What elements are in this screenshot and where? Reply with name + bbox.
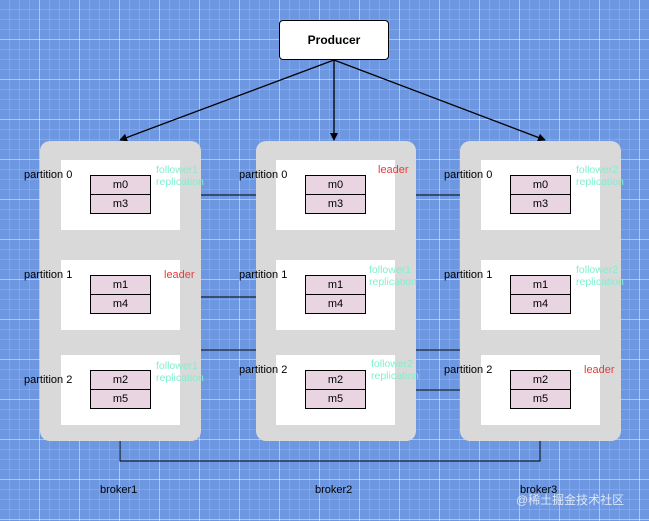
producer-box: Producer	[279, 20, 389, 60]
broker2-partition0-role: leader	[378, 164, 409, 176]
role-line: follower2	[576, 164, 619, 176]
broker2-partition1-message-m4: m4	[305, 294, 366, 314]
broker2-partition0-message-m3: m3	[305, 194, 366, 214]
broker3-partition2-role: leader	[584, 364, 615, 376]
role-line: follower1	[369, 264, 412, 276]
producer-to-broker3-arrow	[333, 59, 546, 142]
broker1-partition1-label: partition 1	[24, 269, 73, 281]
broker1-partition0-message-m3: m3	[90, 194, 151, 214]
broker1-label: broker1	[100, 484, 138, 496]
broker3-partition1-label: partition 1	[444, 269, 493, 281]
broker2-partition1-label: partition 1	[239, 269, 288, 281]
broker1-partition2-role: follower1 replication	[156, 360, 204, 384]
broker3-partition2-message-m2: m2	[510, 370, 571, 390]
broker2-partition1-message-m1: m1	[305, 275, 366, 295]
broker1-partition2-message-m2: m2	[90, 370, 151, 390]
broker3-partition0-role: follower2 replication	[576, 164, 624, 188]
broker1-partition0-label: partition 0	[24, 169, 73, 181]
broker1-partition0-role: follower1 replication	[156, 164, 204, 188]
broker2-partition2-message-m5: m5	[305, 389, 366, 409]
producer-label: Producer	[307, 33, 361, 47]
broker1-partition2-message-m5: m5	[90, 389, 151, 409]
broker3-label: broker3	[520, 484, 558, 496]
role-line: replication	[369, 276, 417, 288]
broker3-partition1-message-m1: m1	[510, 275, 571, 295]
broker3-partition0-message-m0: m0	[510, 175, 571, 195]
role-line: follower2	[576, 264, 619, 276]
broker1-partition1-role: leader	[164, 269, 195, 281]
broker3-partition0-message-m3: m3	[510, 194, 571, 214]
broker3-partition2-message-m5: m5	[510, 389, 571, 409]
broker3-partition1-message-m4: m4	[510, 294, 571, 314]
watermark-text: @稀土掘金技术社区	[516, 493, 625, 507]
broker1-partition1-message-m1: m1	[90, 275, 151, 295]
role-line: replication	[156, 176, 204, 188]
broker2-partition2-role: follower2 replication	[371, 358, 419, 382]
broker2-partition1-role: follower1 replication	[369, 264, 417, 288]
broker3-partition2-label: partition 2	[444, 364, 493, 376]
broker2-partition2-message-m2: m2	[305, 370, 366, 390]
broker2-label: broker2	[315, 484, 353, 496]
broker1-partition2-label: partition 2	[24, 374, 73, 386]
broker1-partition1-message-m4: m4	[90, 294, 151, 314]
role-line: replication	[576, 276, 624, 288]
role-line: replication	[371, 370, 419, 382]
broker3-partition1-role: follower2 replication	[576, 264, 624, 288]
role-line: follower2	[371, 358, 414, 370]
role-line: replication	[156, 372, 204, 384]
role-line: replication	[576, 176, 624, 188]
broker2-partition0-label: partition 0	[239, 169, 288, 181]
broker2-partition2-label: partition 2	[239, 364, 288, 376]
role-line: follower1	[156, 164, 199, 176]
broker1-partition0-message-m0: m0	[90, 175, 151, 195]
role-line: follower1	[156, 360, 199, 372]
broker3-partition0-label: partition 0	[444, 169, 493, 181]
broker2-partition0-message-m0: m0	[305, 175, 366, 195]
producer-to-broker1-arrow	[119, 59, 335, 142]
